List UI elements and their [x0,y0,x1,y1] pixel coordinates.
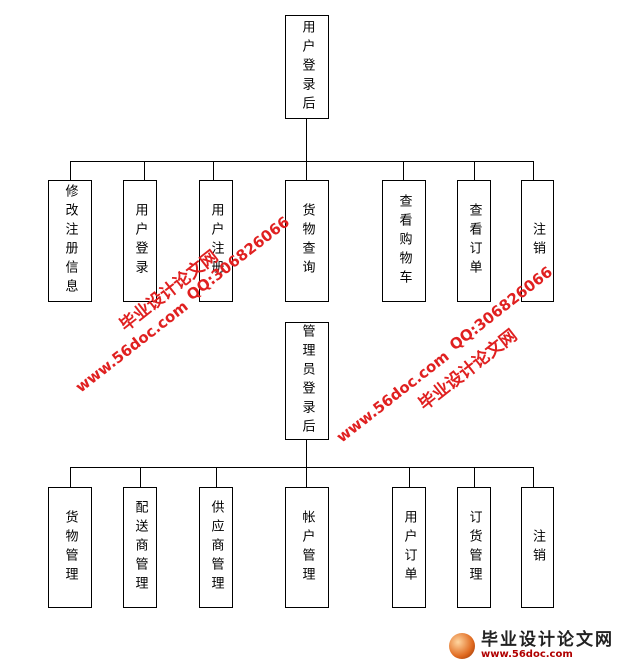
admin-root-label: 管理员登录后 [299,324,315,438]
connector [306,119,307,161]
connector [70,161,71,180]
connector [306,467,307,487]
globe-logo-icon [449,632,475,659]
logo-title: 毕业设计论文网 [481,629,614,650]
connector [409,467,410,487]
node-label: 注销 [530,222,545,260]
node-label: 配送商管理 [132,500,148,595]
node-label: 货物查询 [299,203,315,279]
admin-child-node: 帐户管理 [285,487,329,608]
admin-child-node: 注销 [521,487,554,608]
admin-root-node: 管理员登录后 [285,322,329,440]
admin-child-node: 配送商管理 [123,487,157,608]
connector [213,161,214,180]
node-label: 订货管理 [466,509,482,586]
user-root-label: 用户登录后 [299,19,315,115]
user-child-node: 查看订单 [457,180,491,302]
admin-child-node: 货物管理 [48,487,92,608]
node-label: 供应商管理 [208,500,224,595]
connector [533,161,534,180]
user-root-node: 用户登录后 [285,15,329,119]
user-child-node: 查看购物车 [382,180,426,302]
connector [144,161,145,180]
user-child-node: 注销 [521,180,554,302]
site-logo: 毕业设计论文网 www.56doc.com [449,629,614,660]
connector [474,161,475,180]
node-label: 用户登录 [132,203,148,279]
user-child-node: 货物查询 [285,180,329,302]
node-label: 修改注册信息 [62,184,78,298]
node-label: 注销 [530,528,545,567]
connector [306,161,307,180]
node-label: 货物管理 [62,509,78,586]
node-label: 查看购物车 [396,193,412,289]
connector [533,467,534,487]
admin-child-node: 订货管理 [457,487,491,608]
connector [403,161,404,180]
connector [70,467,533,468]
user-child-node: 用户注册 [199,180,233,302]
user-child-node: 修改注册信息 [48,180,92,302]
node-label: 帐户管理 [299,509,315,586]
logo-url: www.56doc.com [481,648,573,660]
node-label: 用户订单 [401,509,417,586]
connector [70,467,71,487]
node-label: 查看订单 [466,203,482,279]
node-label: 用户注册 [208,203,224,279]
connector [140,467,141,487]
connector [474,467,475,487]
admin-child-node: 用户订单 [392,487,426,608]
admin-child-node: 供应商管理 [199,487,233,608]
connector [70,161,533,162]
user-child-node: 用户登录 [123,180,157,302]
connector [306,440,307,467]
connector [216,467,217,487]
